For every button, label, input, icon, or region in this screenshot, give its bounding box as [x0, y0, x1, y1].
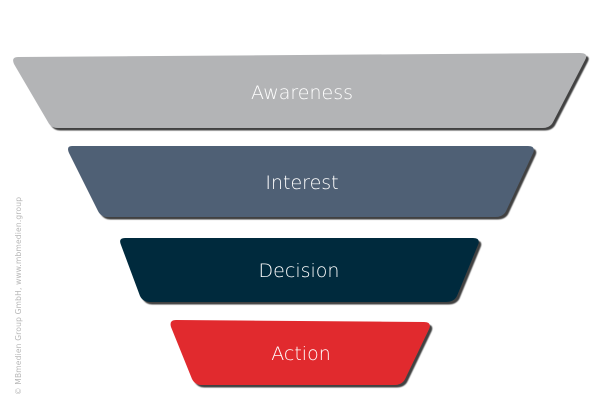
funnel-stage-decision: Decision: [120, 238, 479, 302]
funnel-stage-action-shape: [170, 320, 430, 385]
funnel-stage-action-label: Action: [271, 343, 331, 365]
funnel-stage-action: Action: [170, 320, 430, 385]
funnel-stage-decision-shape: [120, 238, 479, 302]
funnel-stage-interest-label: Interest: [265, 172, 338, 194]
funnel-stage-decision-label: Decision: [259, 260, 340, 282]
copyright-watermark: © MBmedien Group GmbH, www.mbmedien.grou…: [14, 196, 23, 395]
funnel-stage-awareness-label: Awareness: [251, 82, 353, 104]
funnel-stage-interest: Interest: [68, 146, 534, 217]
funnel-stage-awareness-shape: [13, 53, 587, 128]
funnel-stage-awareness: Awareness: [13, 53, 587, 128]
funnel-stage-interest-shape: [68, 146, 534, 217]
